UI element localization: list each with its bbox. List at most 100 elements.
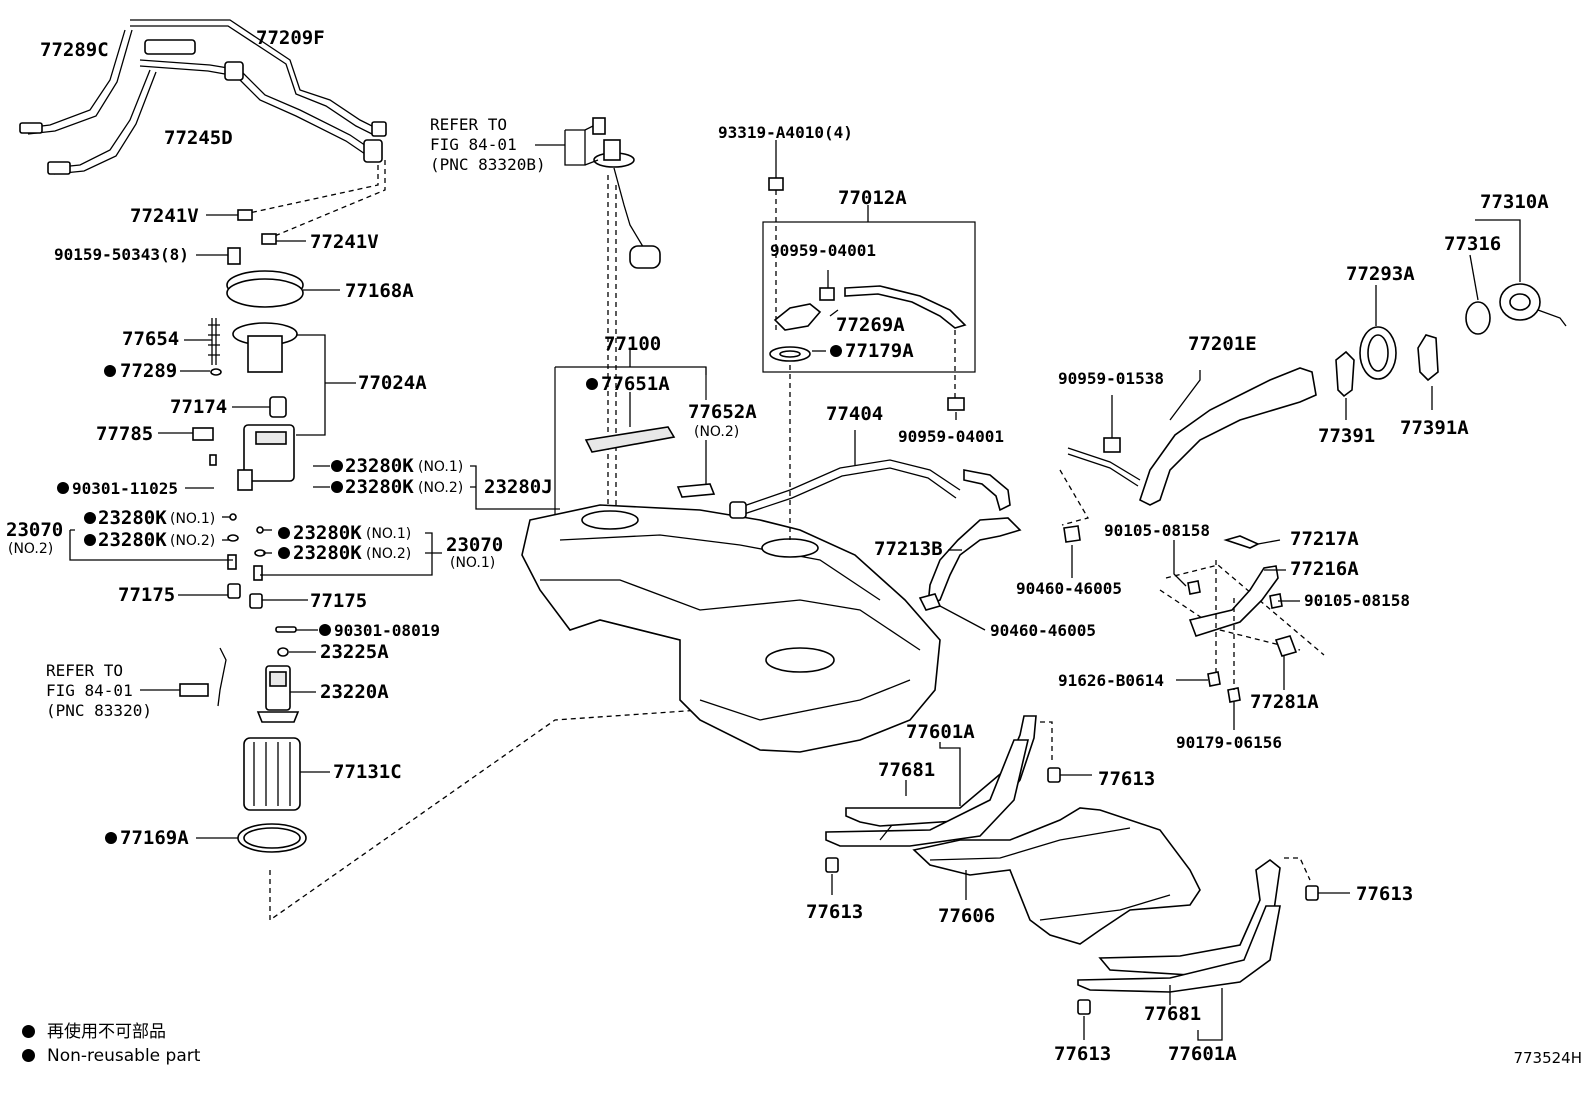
label-90959-04001-a: 90959-04001 [770,241,876,260]
label-23070-left-sub: (NO.2) [8,541,53,557]
non-reusable-dot [84,512,96,524]
label-77209F: 77209F [256,27,325,49]
label-77245D: 77245D [164,127,233,149]
legend-row-en: Non-reusable part [22,1044,200,1068]
label-23280K-5: 23280K [293,522,362,544]
legend: 再使用不可部品 Non-reusable part [22,1020,200,1068]
vent-tube-parts [768,140,967,540]
label-77289: 77289 [120,360,177,382]
label-77613-d: 77613 [1054,1043,1111,1065]
figure-code: 773524H [1513,1049,1582,1067]
non-reusable-dot [278,547,290,559]
label-77241V-b: 77241V [310,231,379,253]
non-reusable-dot [278,527,290,539]
label-77281A: 77281A [1250,691,1319,713]
non-reusable-dot [57,482,69,494]
legend-row-jp: 再使用不可部品 [22,1020,200,1044]
label-77785: 77785 [96,423,153,445]
label-90460-46005-b: 90460-46005 [990,621,1096,640]
label-77391: 77391 [1318,425,1375,447]
label-77175-b: 77175 [310,590,367,612]
label-77131C: 77131C [333,761,402,783]
label-77269A: 77269A [836,314,905,336]
label-77681-b: 77681 [1144,1003,1201,1025]
ref2-line3: (PNC 83320) [46,701,152,720]
ref2-line1: REFER TO [46,661,123,680]
non-reusable-dot [319,624,331,636]
label-90460-46005-a: 90460-46005 [1016,579,1122,598]
legend-line1: 再使用不可部品 [47,1022,166,1042]
label-77651A: 77651A [601,373,670,395]
ref1-line3: (PNC 83320B) [430,155,546,174]
label-90179-06156: 90179-06156 [1176,733,1282,752]
non-reusable-dot [105,832,117,844]
label-no2: (NO.2) [366,546,411,562]
label-no2: (NO.2) [170,533,215,549]
label-77293A: 77293A [1346,263,1415,285]
label-77652A-sub: (NO.2) [694,424,739,440]
label-77216A: 77216A [1290,558,1359,580]
label-no1: (NO.1) [418,459,463,475]
label-77652A: 77652A [688,401,757,423]
part-labels: 77289C 77209F 77245D 77241V 77241V 90159… [6,27,1549,1065]
label-23280J: 23280J [484,476,553,498]
label-77310A: 77310A [1480,191,1549,213]
label-no2: (NO.2) [418,480,463,496]
non-reusable-dot [104,365,116,377]
label-90959-04001-b: 90959-04001 [898,427,1004,446]
fuel-tube-assembly [19,19,387,175]
label-90301-11025: 90301-11025 [72,479,178,498]
label-77613-b: 77613 [806,901,863,923]
label-90301-08019: 90301-08019 [334,621,440,640]
label-90105-08158-a: 90105-08158 [1104,521,1210,540]
label-23220A: 23220A [320,681,389,703]
label-77169A: 77169A [120,827,189,849]
label-23070-right: 23070 [446,534,503,556]
label-77316: 77316 [1444,233,1501,255]
bullet-icon [22,1049,35,1062]
label-77613-c: 77613 [1356,883,1413,905]
label-93319-A4010: 93319-A4010(4) [718,123,853,142]
label-77024A: 77024A [358,372,427,394]
label-23280K-6: 23280K [293,542,362,564]
label-23225A: 23225A [320,641,389,663]
label-77100: 77100 [604,333,661,355]
label-23280K-4: 23280K [98,529,167,551]
label-90959-01538: 90959-01538 [1058,369,1164,388]
fuel-sender-gauge [535,117,661,520]
label-77681-a: 77681 [878,759,935,781]
ref2-line2: FIG 84-01 [46,681,133,700]
non-reusable-dot [586,378,598,390]
ref1-line1: REFER TO [430,115,507,134]
label-77213B: 77213B [874,538,943,560]
box-77012A [762,221,976,373]
label-91626-B0614: 91626-B0614 [1058,671,1164,690]
label-77201E: 77201E [1188,333,1257,355]
label-no1: (NO.1) [366,526,411,542]
label-77168A: 77168A [345,280,414,302]
label-23070-right-sub: (NO.1) [450,555,495,571]
bullet-icon [22,1025,35,1038]
label-77404: 77404 [826,403,883,425]
fuel-tank [521,504,941,753]
label-77179A: 77179A [845,340,914,362]
label-90159-50343: 90159-50343(8) [54,245,189,264]
fuel-pump-stack [179,209,307,853]
legend-line2: Non-reusable part [47,1046,201,1066]
pump-leaders [69,214,701,922]
tank-straps-and-shield [825,715,1350,1041]
label-77606: 77606 [938,905,995,927]
label-77175-a: 77175 [118,584,175,606]
label-77613-a: 77613 [1098,768,1155,790]
label-77217A: 77217A [1290,528,1359,550]
non-reusable-dot [830,345,842,357]
label-77654: 77654 [122,328,179,350]
label-no1: (NO.1) [170,511,215,527]
filler-pipe-assembly [1059,219,1567,730]
label-77289C: 77289C [40,39,109,61]
vent-hoses [729,430,1081,631]
non-reusable-dot [331,460,343,472]
label-77391A: 77391A [1400,417,1469,439]
label-23280K-3: 23280K [98,507,167,529]
